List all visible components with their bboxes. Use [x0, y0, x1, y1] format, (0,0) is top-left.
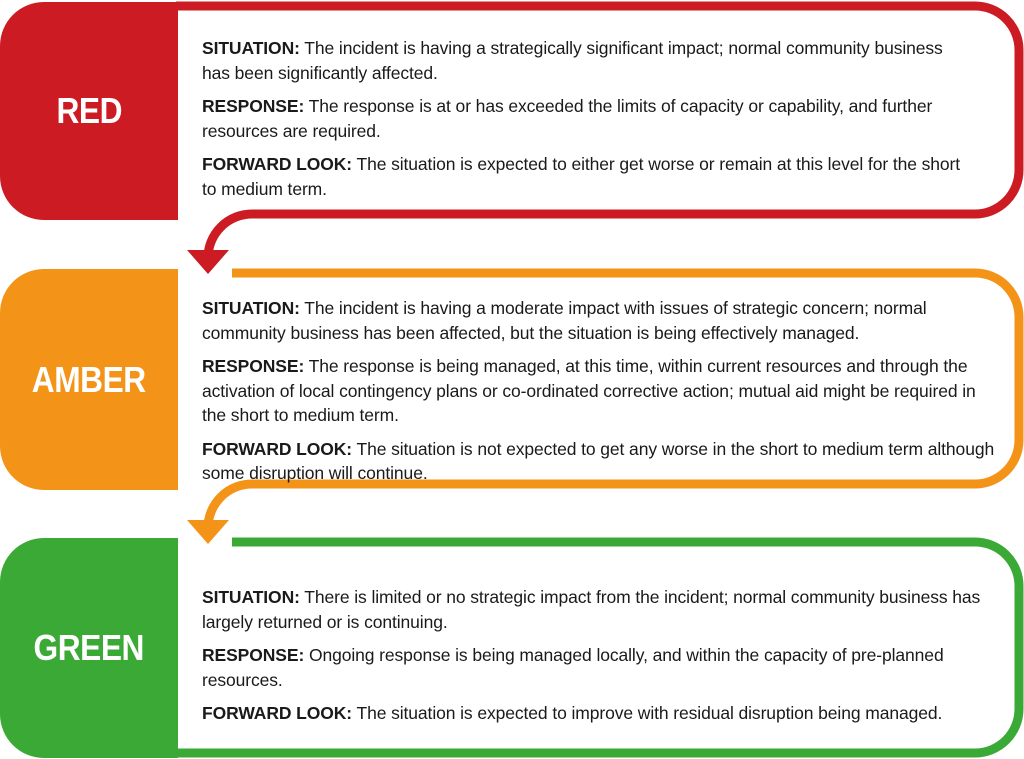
green-frame [176, 537, 1024, 758]
amber-situation-text: The incident is having a moderate impact… [202, 298, 927, 343]
red-frame [176, 1, 1024, 263]
green-forward-text: The situation is expected to improve wit… [352, 703, 943, 723]
amber-forward-look: FORWARD LOOK: The situation is not expec… [202, 437, 1002, 486]
green-description: SITUATION: There is limited or no strate… [202, 585, 1002, 735]
amber-situation: SITUATION: The incident is having a mode… [202, 296, 1002, 345]
amber-response-text: The response is being managed, at this t… [202, 356, 976, 425]
amber-response: RESPONSE: The response is being managed,… [202, 354, 1002, 428]
green-situation-label: SITUATION: [202, 587, 300, 607]
amber-situation-label: SITUATION: [202, 298, 300, 318]
red-description: SITUATION: The incident is having a stra… [202, 36, 962, 210]
red-response: RESPONSE: The response is at or has exce… [202, 94, 962, 143]
green-forward-label: FORWARD LOOK: [202, 703, 353, 723]
green-response: RESPONSE: Ongoing response is being mana… [202, 643, 1002, 692]
red-forward-text: The situation is expected to either get … [202, 154, 961, 199]
red-response-label: RESPONSE: [202, 96, 305, 116]
red-situation-label: SITUATION: [202, 38, 300, 58]
green-response-label: RESPONSE: [202, 645, 305, 665]
amber-frame [203, 268, 1024, 533]
red-situation: SITUATION: The incident is having a stra… [202, 36, 962, 85]
red-forward-label: FORWARD LOOK: [202, 154, 353, 174]
green-forward-look: FORWARD LOOK: The situation is expected … [202, 701, 1002, 726]
amber-description: SITUATION: The incident is having a mode… [202, 296, 1002, 495]
amber-level-tab: AMBER [0, 269, 178, 490]
amber-arrow-icon [187, 520, 229, 544]
green-level-tab: GREEN [0, 538, 178, 758]
red-level-tab: RED [0, 2, 178, 220]
amber-forward-label: FORWARD LOOK: [202, 438, 353, 459]
green-response-text: Ongoing response is being managed locall… [202, 645, 944, 690]
red-forward-look: FORWARD LOOK: The situation is expected … [202, 152, 962, 201]
red-arrow-icon [187, 250, 229, 274]
green-level-label: GREEN [33, 627, 145, 668]
green-situation-text: There is limited or no strategic impact … [202, 587, 981, 632]
red-level-label: RED [56, 90, 122, 131]
amber-response-label: RESPONSE: [202, 356, 305, 376]
amber-level-label: AMBER [32, 358, 146, 400]
green-situation: SITUATION: There is limited or no strate… [202, 585, 1002, 634]
red-situation-text: The incident is having a strategically s… [202, 38, 943, 83]
amber-forward-text: The situation is not expected to get any… [202, 438, 995, 484]
red-response-text: The response is at or has exceeded the l… [202, 96, 933, 141]
